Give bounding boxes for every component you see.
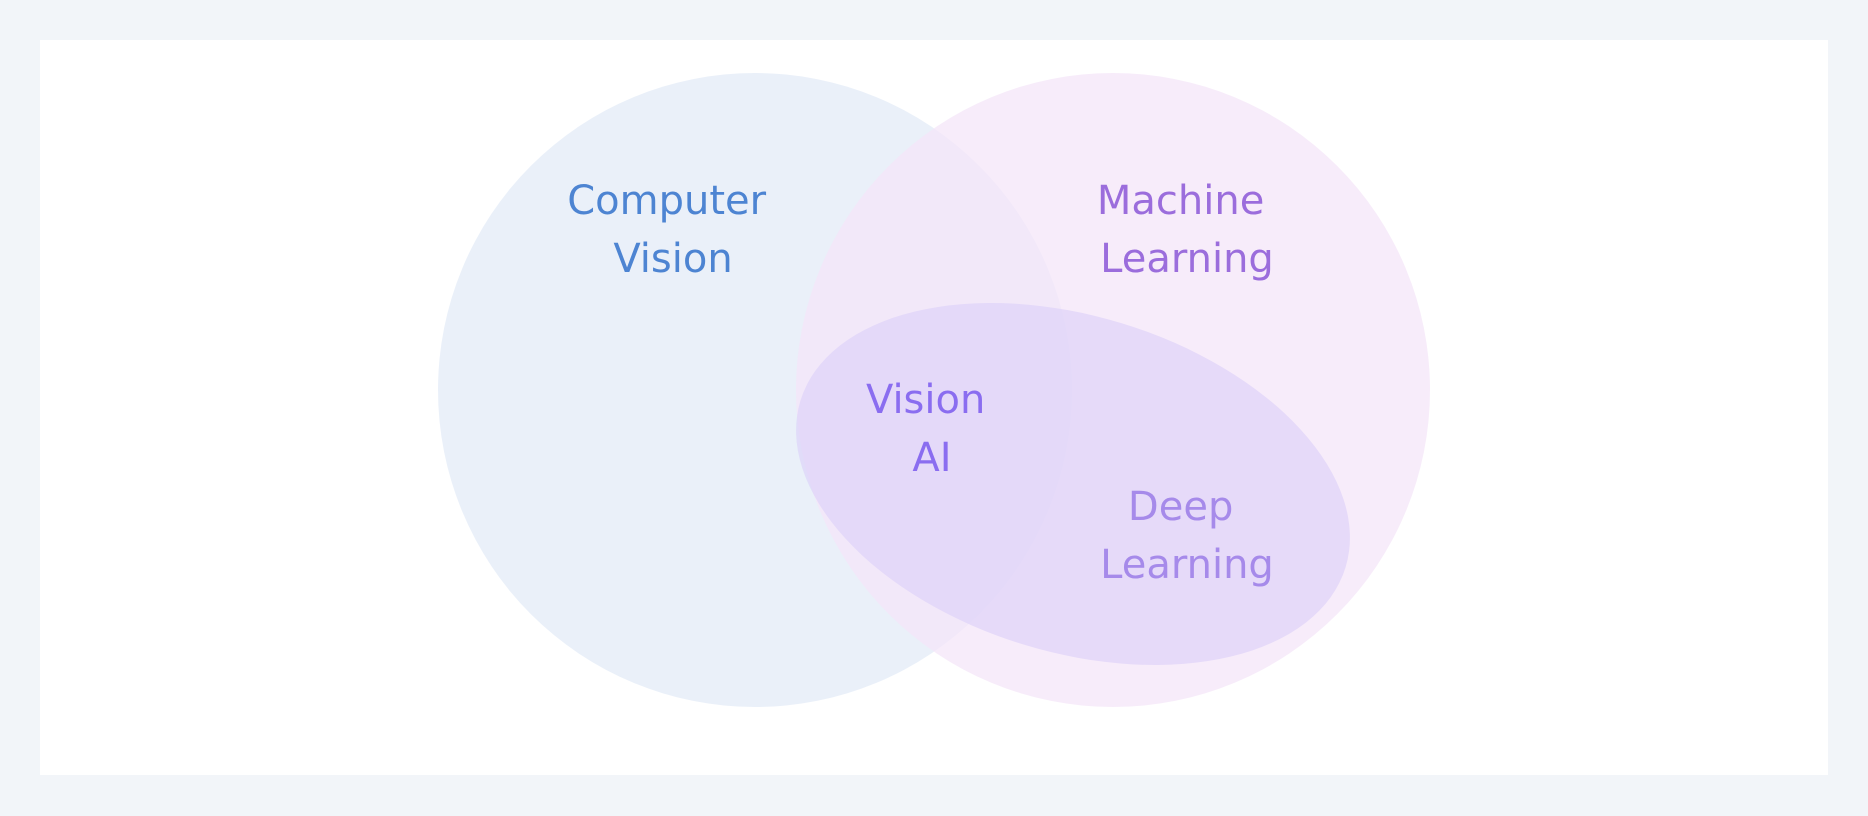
vision-ai-label-line2: AI	[912, 435, 951, 481]
computer-vision-label: Computer Vision	[567, 178, 779, 282]
deep-learning-label-line1: Deep	[1128, 484, 1233, 530]
computer-vision-label-line1: Computer	[567, 178, 766, 224]
deep-learning-ellipse	[796, 303, 1350, 665]
machine-learning-label-line1: Machine	[1097, 178, 1264, 224]
deep-learning-label-line2: Learning	[1100, 542, 1274, 588]
deep-learning-label: Deep Learning	[1100, 484, 1274, 588]
machine-learning-label-line2: Learning	[1100, 236, 1274, 282]
computer-vision-label-line2: Vision	[613, 236, 732, 282]
vision-ai-label: Vision AI	[866, 377, 998, 481]
machine-learning-label: Machine Learning	[1097, 178, 1277, 282]
vision-ai-label-line1: Vision	[866, 377, 985, 423]
